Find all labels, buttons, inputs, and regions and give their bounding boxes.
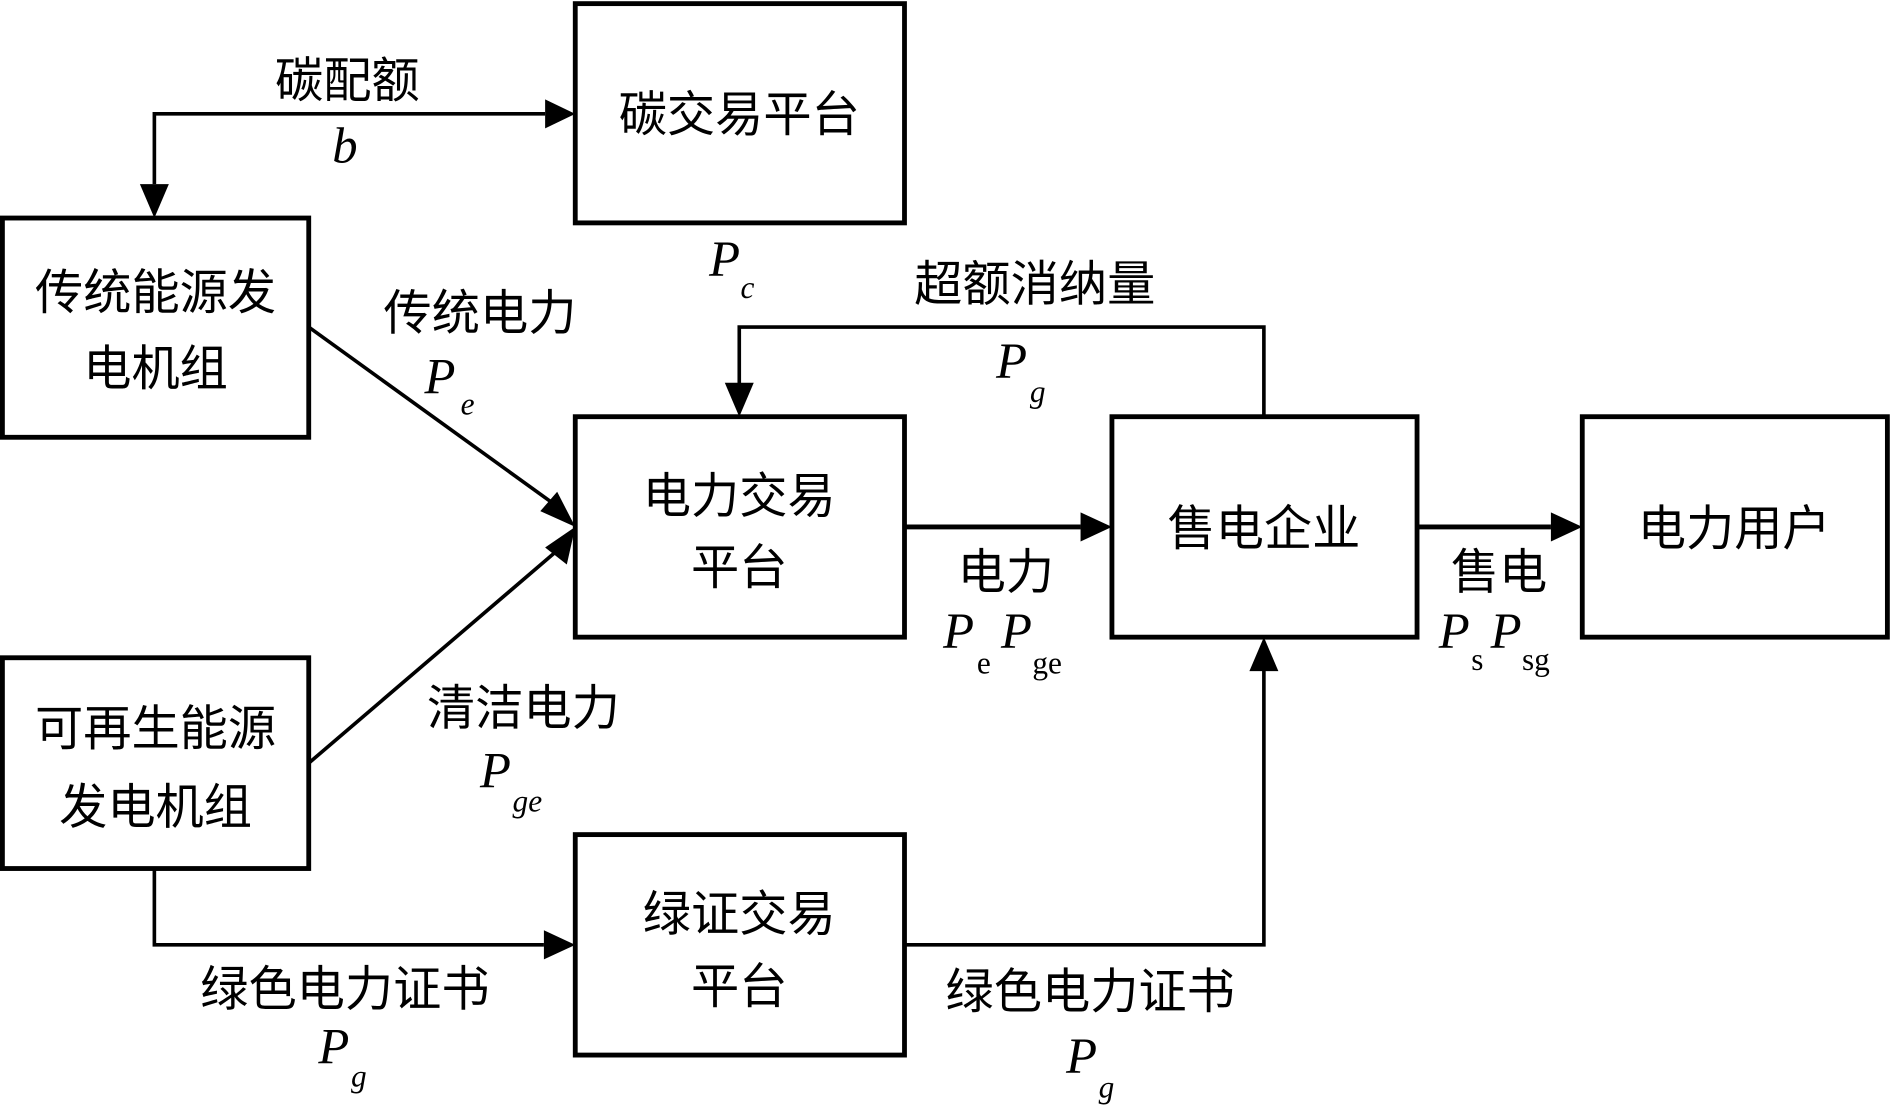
- arrowhead-up: [1249, 637, 1279, 672]
- edge-subscript: g: [351, 1059, 367, 1094]
- edge-traditional-power: 传统电力 P e: [307, 285, 577, 527]
- edge-label: 超额消纳量: [914, 256, 1155, 312]
- node-label-line1: 电力交易: [643, 468, 836, 524]
- node-label-line2: 电机组: [83, 341, 228, 397]
- arrowhead-right: [545, 99, 576, 129]
- edge-label: 绿色电力证书: [200, 961, 489, 1017]
- edge-symbol: P: [1065, 1028, 1097, 1084]
- arrowhead: [545, 526, 576, 565]
- edge-subscript-1: e: [977, 645, 991, 680]
- node-traditional-generator: 传统能源发 电机组: [0, 215, 312, 440]
- edge-subscript: e: [461, 386, 475, 421]
- node-label-line1: 可再生能源: [35, 701, 276, 757]
- edge-carbon-price: P c: [708, 231, 754, 305]
- node-renewable-generator: 可再生能源 发电机组: [0, 655, 312, 871]
- node-label: 碳交易平台: [619, 87, 860, 143]
- edge-symbol: P: [708, 231, 740, 287]
- edge-subscript-2: ge: [1032, 645, 1062, 680]
- edge-clean-power: 清洁电力 P ge: [307, 526, 620, 819]
- edge-subscript: ge: [513, 784, 543, 819]
- node-label: 电力用户: [1638, 501, 1831, 557]
- edge-subscript: g: [1099, 1069, 1115, 1104]
- edge-label: 绿色电力证书: [946, 964, 1235, 1020]
- edge-symbol-2: P: [1490, 603, 1522, 659]
- edge-label: 售电: [1451, 545, 1547, 601]
- edge-symbol: b: [332, 117, 357, 173]
- node-carbon-platform: 碳交易平台: [572, 1, 907, 226]
- arrowhead: [540, 491, 576, 527]
- edge-power-to-retailer: 电力 P e P ge: [904, 512, 1112, 681]
- node-power-users: 电力用户: [1579, 414, 1890, 640]
- edge-symbol: P: [479, 742, 511, 798]
- edge-symbol-1: P: [942, 603, 974, 659]
- node-label-line1: 绿证交易: [643, 886, 836, 942]
- edge-symbol: P: [424, 349, 456, 405]
- edge-subscript: g: [1030, 374, 1046, 409]
- edge-subscript: c: [740, 270, 754, 305]
- edge-label: 清洁电力: [427, 680, 620, 736]
- node-label-line2: 平台: [691, 959, 787, 1015]
- node-label-line2: 平台: [691, 540, 787, 596]
- arrowhead-right: [1550, 512, 1583, 542]
- edge-symbol: P: [317, 1018, 349, 1074]
- edge-symbol: P: [995, 333, 1027, 389]
- arrowhead-down: [724, 382, 754, 417]
- edge-symbol-2: P: [1000, 603, 1032, 659]
- edge-label: 电力: [958, 545, 1054, 601]
- node-electricity-retailer: 售电企业: [1109, 414, 1420, 640]
- arrowhead-right: [1080, 512, 1112, 542]
- edge-subscript-1: s: [1471, 642, 1483, 677]
- edge-symbol-1: P: [1438, 603, 1470, 659]
- node-label: 售电企业: [1167, 501, 1360, 557]
- edge-subscript-2: sg: [1522, 642, 1550, 677]
- edge-excess-consumption: 超额消纳量 P g: [724, 256, 1266, 417]
- arrowhead-right: [543, 930, 576, 960]
- node-label-line2: 发电机组: [59, 780, 252, 836]
- edge-green-certificate-out: 绿色电力证书 P g: [904, 637, 1279, 1104]
- arrowhead-down: [139, 184, 169, 219]
- node-label-line1: 传统能源发: [35, 265, 276, 321]
- node-green-certificate-platform: 绿证交易 平台: [572, 832, 907, 1058]
- edge-retail-sale: 售电 P s P sg: [1417, 512, 1583, 677]
- node-power-trading-platform: 电力交易 平台: [572, 414, 907, 640]
- edge-label: 传统电力: [384, 285, 577, 341]
- edge-label: 碳配额: [275, 53, 420, 109]
- edge-carbon-quota: 碳配额 b: [139, 53, 576, 219]
- edge-green-certificate-in: 绿色电力证书 P g: [152, 868, 576, 1094]
